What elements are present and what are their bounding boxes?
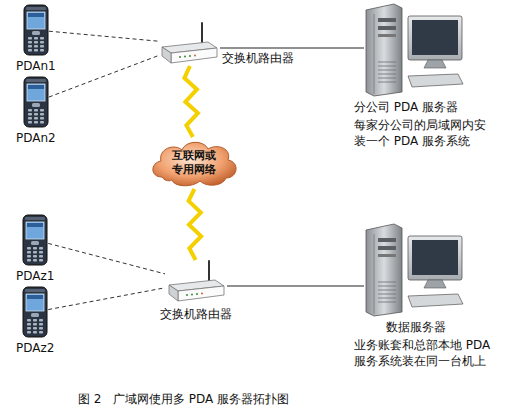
network-link — [49, 31, 158, 41]
node-label: 互联网或 专用网络 — [169, 149, 219, 177]
node-label: 分公司 PDA 服务器 — [354, 99, 458, 115]
server-icon — [364, 2, 464, 97]
phone-node: PDAn1 — [16, 4, 56, 74]
wireless-link — [184, 66, 198, 137]
network-link — [227, 286, 364, 287]
node-label: PDAn1 — [16, 58, 56, 74]
phone-icon — [22, 214, 48, 266]
phone-node: PDAz1 — [16, 214, 54, 284]
phone-icon — [23, 4, 49, 56]
figure-caption: 图 2 广域网使用多 PDA 服务器拓扑图 — [78, 391, 289, 408]
node-label: 业务账套和总部本地 PDA 服务系统装在同一台机上 — [354, 337, 496, 369]
server-node: 分公司 PDA 服务器每家分公司的局域网内安 装一个 PDA 服务系统 — [352, 2, 492, 150]
node-label: PDAn2 — [16, 130, 56, 146]
phone-icon — [22, 286, 48, 338]
phone-node: PDAz2 — [16, 286, 54, 356]
node-label: PDAz1 — [16, 268, 54, 284]
network-link — [49, 56, 158, 97]
node-label: 每家分公司的局域网内安 装一个 PDA 服务系统 — [354, 117, 492, 149]
network-link — [48, 243, 165, 274]
node-label: 交换机路由器 — [160, 306, 232, 322]
node-label: PDAz2 — [16, 340, 54, 356]
node-label: 交换机路由器 — [222, 50, 294, 66]
server-icon — [364, 222, 464, 317]
router-node: 交换机路由器 — [160, 260, 232, 322]
server-node: 数据服务器业务账套和总部本地 PDA 服务系统装在同一台机上 — [352, 222, 496, 370]
network-link — [48, 288, 165, 310]
node-label: 数据服务器 — [386, 319, 446, 335]
router-node: 交换机路由器 — [158, 22, 294, 66]
network-link — [220, 48, 364, 49]
router-icon — [158, 22, 220, 66]
cloud-node: 互联网或 专用网络 — [148, 137, 240, 189]
router-icon — [165, 260, 227, 304]
wireless-link — [189, 189, 202, 260]
phone-icon — [23, 76, 49, 128]
phone-node: PDAn2 — [16, 76, 56, 146]
